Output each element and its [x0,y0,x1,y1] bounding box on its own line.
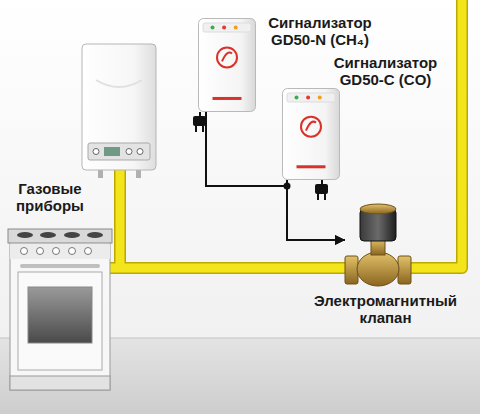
signal-wire [206,112,345,240]
plug-pin [195,126,197,132]
boiler-panel [88,143,150,160]
stove-body [10,242,110,390]
logo-mark [306,122,316,131]
plug-cord [321,180,323,184]
oven-door [18,272,102,370]
stove-knob [53,248,60,255]
pipe-outline [108,0,462,268]
led-green [295,96,299,100]
signal-wire [287,180,345,240]
logo-mark [222,52,232,61]
junction-dot [284,183,291,190]
stove-knob [37,248,44,255]
brand-strip [213,97,242,100]
stove-base [10,376,110,390]
brand-strip [297,165,326,168]
valve-shape [345,203,411,287]
plug-pin [317,194,319,200]
solenoid-valve: Электромагнитный клапан [345,203,411,287]
pipe-fill [108,0,462,268]
plug-body [193,116,206,126]
detector-shape [198,18,256,112]
valve-flange [345,256,358,284]
valve-cap [360,204,396,214]
power-plug [315,180,328,200]
device-label: Сигнализатор GD50-C (CO) [318,54,453,88]
burner [17,232,33,238]
gas-detector: Сигнализатор GD50-N (CH₄) [198,18,256,112]
logo-ring [301,117,321,137]
pipe-outline [114,170,126,268]
logo-ring [217,47,237,67]
detector-body [199,19,256,112]
valve-body [357,252,399,286]
gas-boiler [82,44,156,178]
gas-detector: Сигнализатор GD50-C (CO) [282,88,340,180]
power-plug [193,112,206,132]
boiler-display [104,147,120,156]
indicator-strip [203,23,251,32]
plug-cord [199,112,201,116]
stove-knob [85,248,92,255]
indicator-strip [287,93,335,102]
oven-handle [20,264,100,268]
burner [40,232,56,238]
gas-stove [8,229,112,390]
led-red [306,96,310,100]
boiler-knob [93,149,99,155]
led-yellow [234,26,238,30]
boiler-ornament [96,80,142,87]
device-label: Сигнализатор GD50-N (CH₄) [258,14,382,48]
burner [64,232,80,238]
stove-knob [69,248,76,255]
group-label: Газовые приборы [4,180,96,214]
detector-shape [282,88,340,180]
led-red [222,26,226,30]
led-green [211,26,215,30]
plug-pin [324,194,326,200]
boiler-body [82,44,156,170]
pipe-fill [116,170,125,268]
stove-panel [10,244,110,259]
burner [87,232,103,238]
detector-body [283,89,340,180]
stove-top [8,229,112,243]
device-label: Электромагнитный клапан [298,292,473,326]
plug-pin [202,126,204,132]
boiler-knob [126,149,132,155]
valve-flange [398,256,411,284]
oven-window [28,287,92,343]
led-yellow [318,96,322,100]
stove-knob [21,248,28,255]
plug-body [315,184,328,194]
gas-pipe [108,0,462,268]
boiler-knob [137,149,143,155]
